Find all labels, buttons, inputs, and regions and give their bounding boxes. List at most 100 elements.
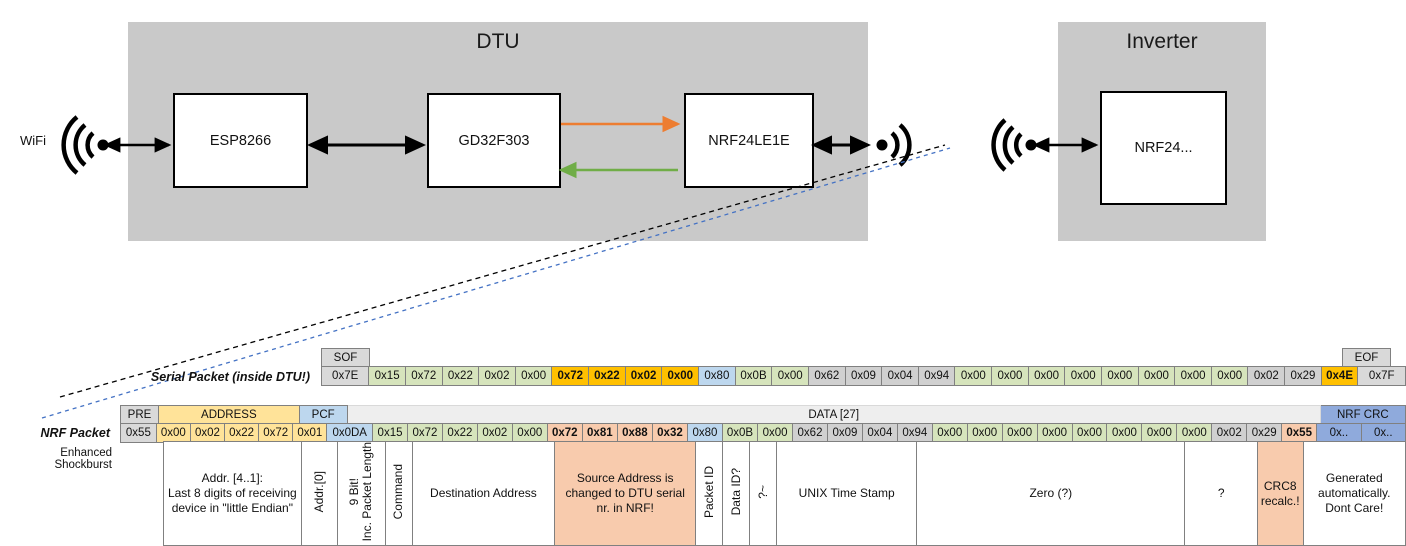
nrf-crc-byte-0: 0x.. <box>1316 423 1362 443</box>
nrf-byte-3: 0x02 <box>476 423 513 443</box>
chip-esp8266-label: ESP8266 <box>209 132 272 149</box>
nrf-byte-6: 0x81 <box>581 423 618 443</box>
antenna-icon-dtu-rf <box>876 123 912 167</box>
serial-byte-26: 0x4E <box>1320 366 1359 386</box>
serial-byte-2: 0x22 <box>441 366 480 386</box>
nrf-annotation-row: Addr. [4..1]:Last 8 digits of receiving … <box>120 440 1406 546</box>
serial-header-gap <box>370 349 1343 368</box>
nrf-byte-23: 0x00 <box>1176 423 1213 443</box>
nrf-address-byte-0: 0x00 <box>155 423 191 443</box>
chip-nrf24le1e-label: NRF24LE1E <box>708 132 790 149</box>
serial-byte-5: 0x72 <box>551 366 590 386</box>
serial-byte-23: 0x00 <box>1210 366 1249 386</box>
serial-packet-table: SOF EOF <box>321 348 1391 368</box>
ann-command-text: Command <box>391 464 406 520</box>
wifi-label: WiFi <box>20 133 46 148</box>
chip-esp8266: ESP8266 <box>173 93 308 188</box>
nrf-address-byte-1: 0x02 <box>189 423 226 443</box>
nrf-packet-label: NRF Packet <box>40 426 110 440</box>
serial-byte-12: 0x62 <box>807 366 846 386</box>
serial-byte-3: 0x02 <box>478 366 516 386</box>
serial-eof-value: 0x7F <box>1357 366 1406 386</box>
ann-command: Command <box>384 440 413 546</box>
chip-nrf24le1e: NRF24LE1E <box>684 93 814 188</box>
serial-byte-10: 0x0B <box>734 366 773 386</box>
ann-addr0-text: Addr.[0] <box>311 471 326 513</box>
ann-question: ? <box>1184 440 1258 546</box>
ann-packet-id: Packet ID <box>695 440 724 546</box>
nrf-byte-9: 0x80 <box>686 423 723 443</box>
antenna-icon-inverter-rf <box>991 118 1037 172</box>
serial-byte-18: 0x00 <box>1027 366 1066 386</box>
nrf-byte-17: 0x00 <box>966 423 1003 443</box>
serial-byte-16: 0x00 <box>954 366 993 386</box>
ann-data-id: Data ID? <box>722 440 751 546</box>
nrf-crc-header: NRF CRC <box>1319 405 1406 425</box>
nrf-byte-8: 0x32 <box>651 423 688 443</box>
ann-crc8: CRC8 recalc.! <box>1256 440 1304 546</box>
nrf-byte-11: 0x00 <box>757 423 794 443</box>
serial-byte-24: 0x02 <box>1247 366 1286 386</box>
ann-pcf-note-text: 9 Bit!Inc. Packet Length <box>347 442 375 542</box>
nrf-byte-0: 0x15 <box>372 423 408 443</box>
chip-nrf24-label: NRF24... <box>1134 140 1193 156</box>
diagram-canvas: DTU ESP8266 GD32F303 NRF24LE1E Inverter … <box>20 22 1406 546</box>
ann-tilde-text: ?~ <box>755 484 770 499</box>
chip-nrf24: NRF24... <box>1100 91 1227 205</box>
ann-data-id-text: Data ID? <box>728 468 743 516</box>
serial-byte-1: 0x72 <box>404 366 443 386</box>
ann-packet-id-text: Packet ID <box>701 465 716 518</box>
chip-gd32f303: GD32F303 <box>427 93 561 188</box>
nrf-annotation-table: Addr. [4..1]:Last 8 digits of receiving … <box>120 440 1406 546</box>
serial-byte-4: 0x00 <box>514 366 553 386</box>
nrf-pcf-header: PCF <box>298 405 348 425</box>
serial-sof-header: SOF <box>321 348 370 368</box>
nrf-byte-12: 0x62 <box>792 423 828 443</box>
serial-byte-25: 0x29 <box>1284 366 1322 386</box>
nrf-data-header: DATA [27] <box>346 405 1321 425</box>
ann-crc-note: Generated automatically. Dont Care! <box>1302 440 1406 546</box>
serial-byte-11: 0x00 <box>771 366 809 386</box>
chip-gd32f303-label: GD32F303 <box>458 132 530 149</box>
antenna-icon-wifi <box>61 115 109 175</box>
nrf-pcf-value: 0x0DA <box>326 423 374 443</box>
serial-byte-14: 0x04 <box>881 366 919 386</box>
nrf-packet-sublabel: Enhanced Shockburst <box>54 447 112 471</box>
nrf-byte-5: 0x72 <box>546 423 583 443</box>
serial-byte-21: 0x00 <box>1137 366 1176 386</box>
ann-zero: Zero (?) <box>916 440 1186 546</box>
dtu-title: DTU <box>476 30 520 53</box>
ann-address-note: Addr. [4..1]:Last 8 digits of receiving … <box>163 440 302 546</box>
ann-addr0: Addr.[0] <box>300 440 338 546</box>
nrf-packet-header-table: PRE ADDRESS PCF DATA [27] NRF CRC <box>120 405 1406 425</box>
nrf-byte-25: 0x29 <box>1246 423 1283 443</box>
nrf-byte-26: 0x55 <box>1281 423 1318 443</box>
ann-tilde: ?~ <box>749 440 778 546</box>
nrf-byte-15: 0x94 <box>896 423 933 443</box>
ann-unix: UNIX Time Stamp <box>776 440 918 546</box>
serial-byte-0: 0x15 <box>368 366 406 386</box>
serial-byte-15: 0x94 <box>917 366 956 386</box>
nrf-byte-13: 0x09 <box>826 423 863 443</box>
nrf-byte-7: 0x88 <box>616 423 653 443</box>
nrf-byte-18: 0x00 <box>1001 423 1038 443</box>
nrf-byte-2: 0x22 <box>441 423 478 443</box>
nrf-byte-20: 0x00 <box>1071 423 1108 443</box>
nrf-byte-16: 0x00 <box>931 423 968 443</box>
serial-byte-7: 0x02 <box>624 366 663 386</box>
inverter-title: Inverter <box>1126 30 1198 53</box>
nrf-address-byte-2: 0x22 <box>223 423 260 443</box>
nrf-byte-24: 0x02 <box>1211 423 1248 443</box>
nrf-byte-14: 0x04 <box>861 423 898 443</box>
nrf-byte-19: 0x00 <box>1036 423 1073 443</box>
nrf-byte-4: 0x00 <box>511 423 548 443</box>
serial-packet-label: Serial Packet (inside DTU!) <box>150 370 310 384</box>
nrf-address-byte-4: 0x01 <box>292 423 328 443</box>
serial-eof-header: EOF <box>1342 348 1391 368</box>
serial-sof-value: 0x7E <box>320 366 370 386</box>
nrf-address-header: ADDRESS <box>158 405 300 425</box>
